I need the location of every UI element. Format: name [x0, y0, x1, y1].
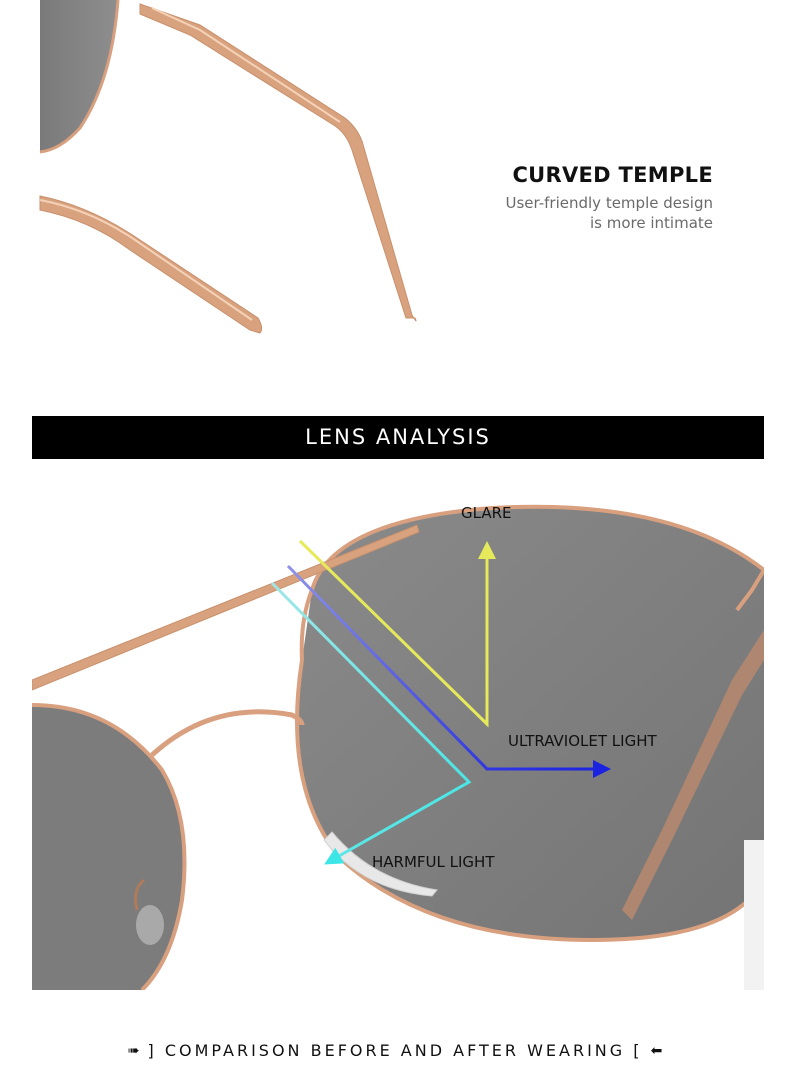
glare-label: GLARE: [461, 504, 512, 522]
feature-desc-line-1: User-friendly temple design: [505, 194, 714, 212]
lens-analysis-banner: LENS ANALYSIS: [32, 416, 764, 459]
arrow-left-icon: ⬅: [650, 1042, 663, 1059]
lens-product-image: [32, 504, 764, 990]
glare-ray: [298, 539, 496, 728]
comparison-text: COMPARISON BEFORE AND AFTER WEARING: [164, 1041, 626, 1060]
left-bracket: ]: [147, 1041, 157, 1060]
feature-description: User-friendly temple design is more inti…: [506, 193, 714, 233]
right-bracket: [: [633, 1041, 643, 1060]
lens-analysis-section: GLARE ULTRAVIOLET LIGHT HARMFUL LIGHT: [32, 480, 764, 990]
temple-feature-text: CURVED TEMPLE User-friendly temple desig…: [506, 163, 714, 233]
comparison-heading: ➠ ] COMPARISON BEFORE AND AFTER WEARING …: [0, 1040, 790, 1060]
temple-product-image: [39, 0, 417, 334]
feature-title: CURVED TEMPLE: [512, 163, 713, 187]
uv-ray: [286, 564, 611, 778]
harmful-ray: [270, 581, 472, 865]
arrow-right-icon: ➠: [127, 1042, 140, 1059]
harmful-light-label: HARMFUL LIGHT: [372, 853, 495, 871]
temple-feature-section: CURVED TEMPLE User-friendly temple desig…: [0, 0, 790, 370]
feature-desc-line-2: is more intimate: [589, 214, 713, 232]
ultraviolet-label: ULTRAVIOLET LIGHT: [508, 732, 657, 750]
